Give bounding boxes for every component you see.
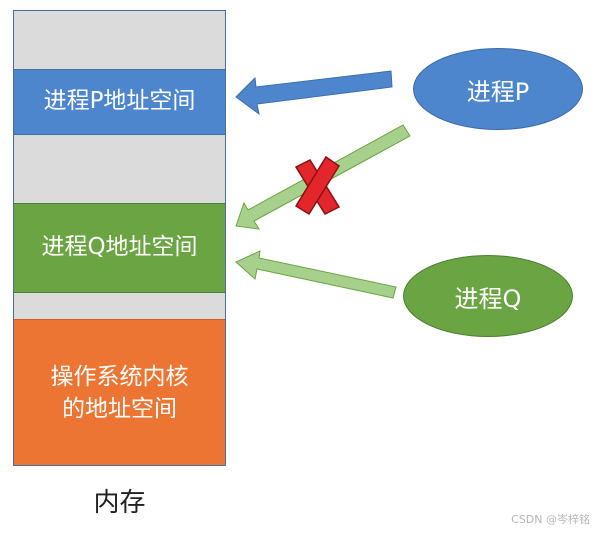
process-q-label: 进程Q (454, 284, 522, 313)
arrow-p-to-p-space (235, 70, 393, 116)
watermark: CSDN @岑梓铭 (511, 513, 590, 526)
free-memory-middle (14, 135, 225, 203)
kernel-address-space-label: 操作系统内核 的地址空间 (50, 364, 189, 422)
process-p-label: 进程P (466, 77, 530, 106)
process-p-address-space-label: 进程P地址空间 (43, 88, 196, 115)
free-memory-bottom (14, 293, 225, 319)
free-memory-top (14, 11, 225, 69)
cross-icon (294, 155, 341, 216)
arrow-q-to-q-space (235, 250, 397, 299)
process-q-address-space: 进程Q地址空间 (14, 203, 225, 293)
memory-caption: 内存 (93, 488, 146, 518)
process-p-ellipse: 进程P (413, 48, 583, 130)
process-q-ellipse: 进程Q (403, 255, 573, 337)
memory-column: 进程P地址空间 进程Q地址空间 操作系统内核 的地址空间 (13, 10, 226, 466)
process-p-address-space: 进程P地址空间 (14, 69, 225, 135)
process-q-address-space-label: 进程Q地址空间 (41, 234, 198, 261)
kernel-address-space: 操作系统内核 的地址空间 (14, 319, 225, 465)
